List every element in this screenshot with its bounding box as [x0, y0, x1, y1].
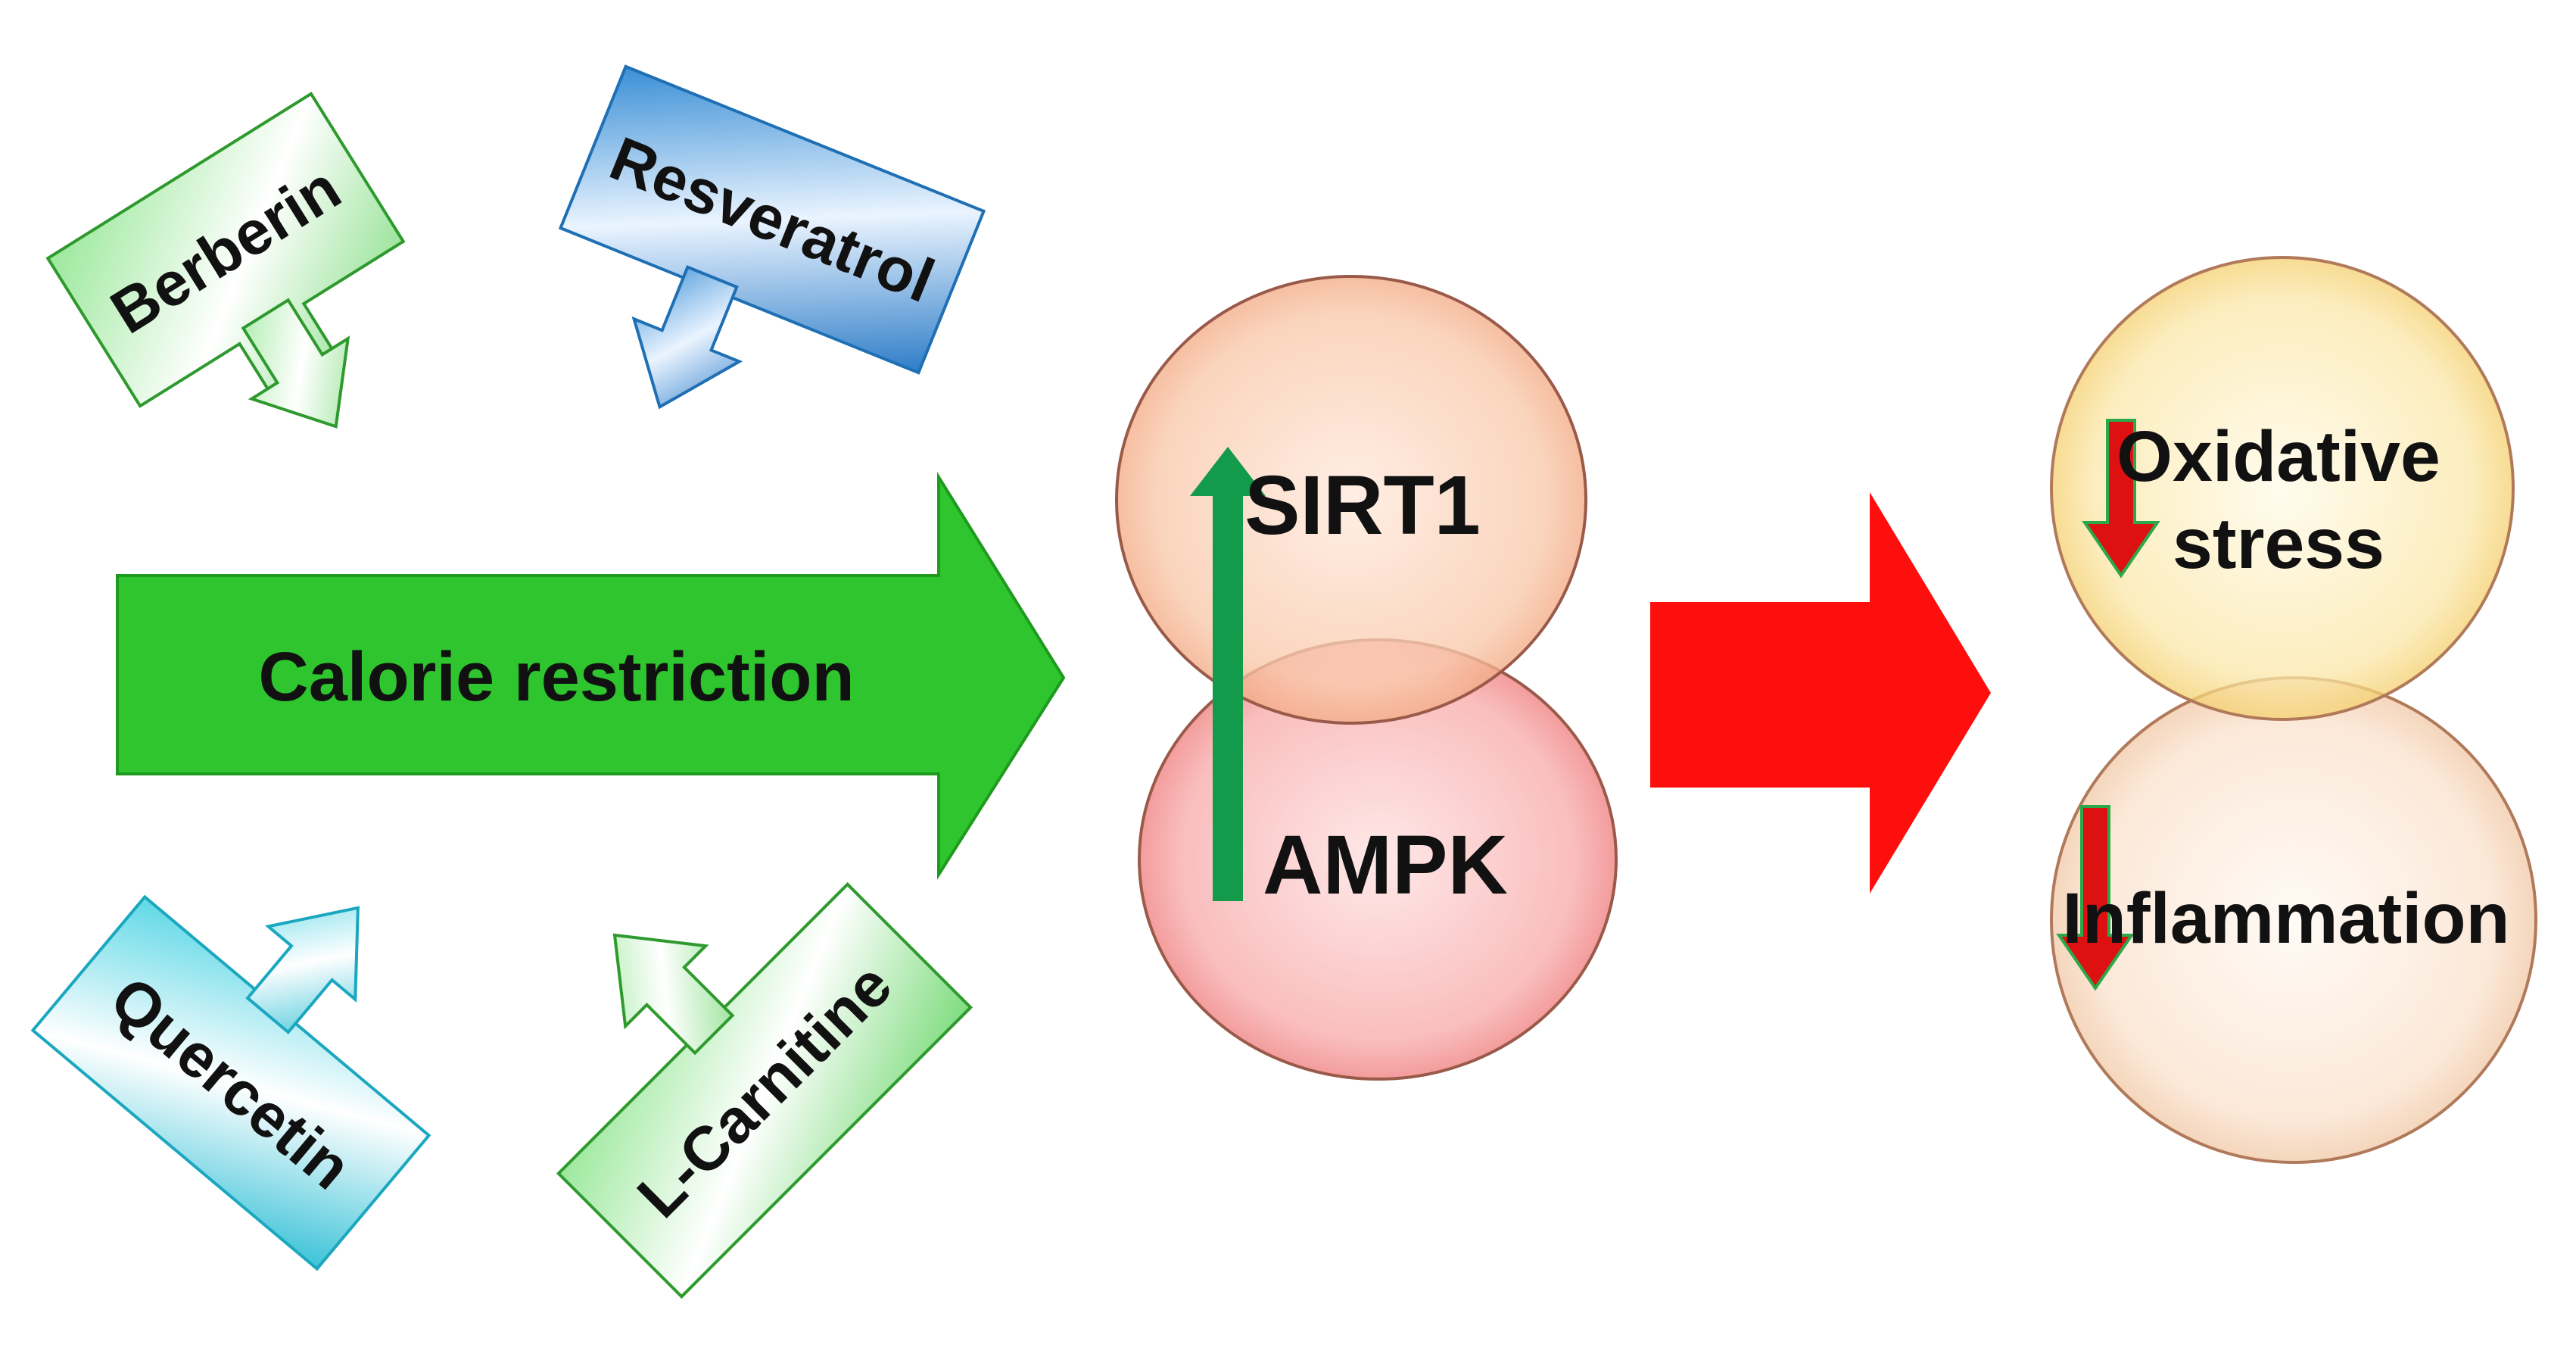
sirt1-ampk-group: SIRT1 AMPK: [1115, 275, 1618, 1081]
berberin-box: Berberin: [45, 92, 406, 429]
quercetin-up-arrow: [245, 906, 360, 1034]
red-arrow: [1650, 492, 1991, 894]
sirt1-label: SIRT1: [1244, 459, 1481, 552]
ampk-label: AMPK: [1263, 819, 1508, 912]
resveratrol-box: Resveratrol: [558, 64, 986, 410]
lcarnitine-up-arrow: [612, 933, 735, 1056]
lcarnitine-box: L-Carnitine: [556, 881, 973, 1299]
inflammation-label: Inflammation: [2062, 878, 2509, 959]
berberin-down-arrow: [241, 298, 350, 429]
arrow-up-icon: [1190, 447, 1266, 901]
calorie-restriction-arrow: Calorie restriction: [116, 472, 1066, 880]
arrow-down-icon: [2056, 805, 2135, 991]
outcomes-group: Oxidative stress Inflammation: [2050, 256, 2537, 1164]
oxidative-label: Oxidative: [2117, 416, 2441, 497]
arrow-down-icon: [2082, 419, 2160, 579]
stress-label: stress: [2173, 504, 2384, 584]
quercetin-box: Quercetin: [30, 894, 431, 1271]
resveratrol-down-arrow: [631, 265, 743, 410]
calorie-restriction-label: Calorie restriction: [258, 638, 854, 716]
oxidative-stress-circle: [2050, 256, 2515, 721]
